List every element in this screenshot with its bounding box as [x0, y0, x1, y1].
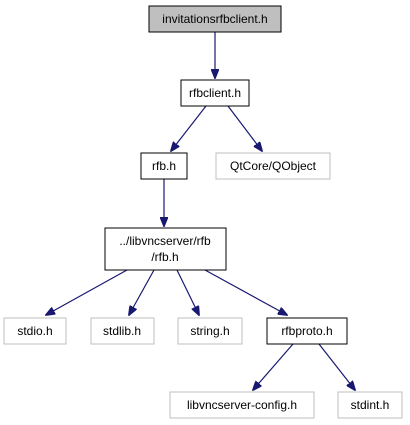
node-stdlib-h: stdlib.h	[90, 317, 155, 345]
edge-rfbclient-qobject	[227, 105, 262, 151]
edge-libvnc-stdio	[46, 269, 128, 315]
node-label: string.h	[190, 324, 229, 338]
node-label: rfb.h	[152, 159, 176, 173]
edges	[46, 32, 355, 390]
node-label: stdint.h	[351, 398, 390, 412]
edge-rfbclient-rfb	[171, 105, 207, 151]
node-label-line1: ../libvncserver/rfb	[119, 234, 211, 248]
node-rfbclient-h[interactable]: rfbclient.h	[180, 79, 250, 107]
edge-libvnc-string	[176, 269, 199, 315]
node-libvncserver-rfb-rfb-h[interactable]: ../libvncserver/rfb /rfb.h	[104, 227, 227, 271]
node-label: rfbclient.h	[189, 86, 241, 100]
node-label: stdlib.h	[103, 324, 141, 338]
node-label: invitationsrfbclient.h	[162, 12, 267, 26]
node-rfbproto-h[interactable]: rfbproto.h	[266, 317, 348, 345]
node-label: libvncserver-config.h	[187, 398, 297, 412]
node-stdint-h: stdint.h	[337, 391, 403, 419]
node-qtcore-qobject: QtCore/QObject	[215, 152, 331, 180]
edge-libvnc-stdlib	[129, 269, 155, 315]
node-libvncserver-config-h: libvncserver-config.h	[169, 391, 315, 419]
node-string-h: string.h	[177, 317, 243, 345]
node-label: rfbproto.h	[281, 324, 332, 338]
node-label-line2: /rfb.h	[151, 250, 178, 264]
node-rfb-h[interactable]: rfb.h	[140, 152, 188, 180]
node-label: QtCore/QObject	[230, 159, 317, 173]
edge-rfbproto-stdint	[318, 343, 355, 390]
node-invitationsrfbclient-h[interactable]: invitationsrfbclient.h	[148, 5, 282, 33]
node-label: stdio.h	[17, 324, 52, 338]
node-stdio-h: stdio.h	[3, 317, 67, 345]
edge-libvnc-rfbproto	[204, 269, 287, 315]
edge-rfbproto-config	[253, 343, 294, 390]
